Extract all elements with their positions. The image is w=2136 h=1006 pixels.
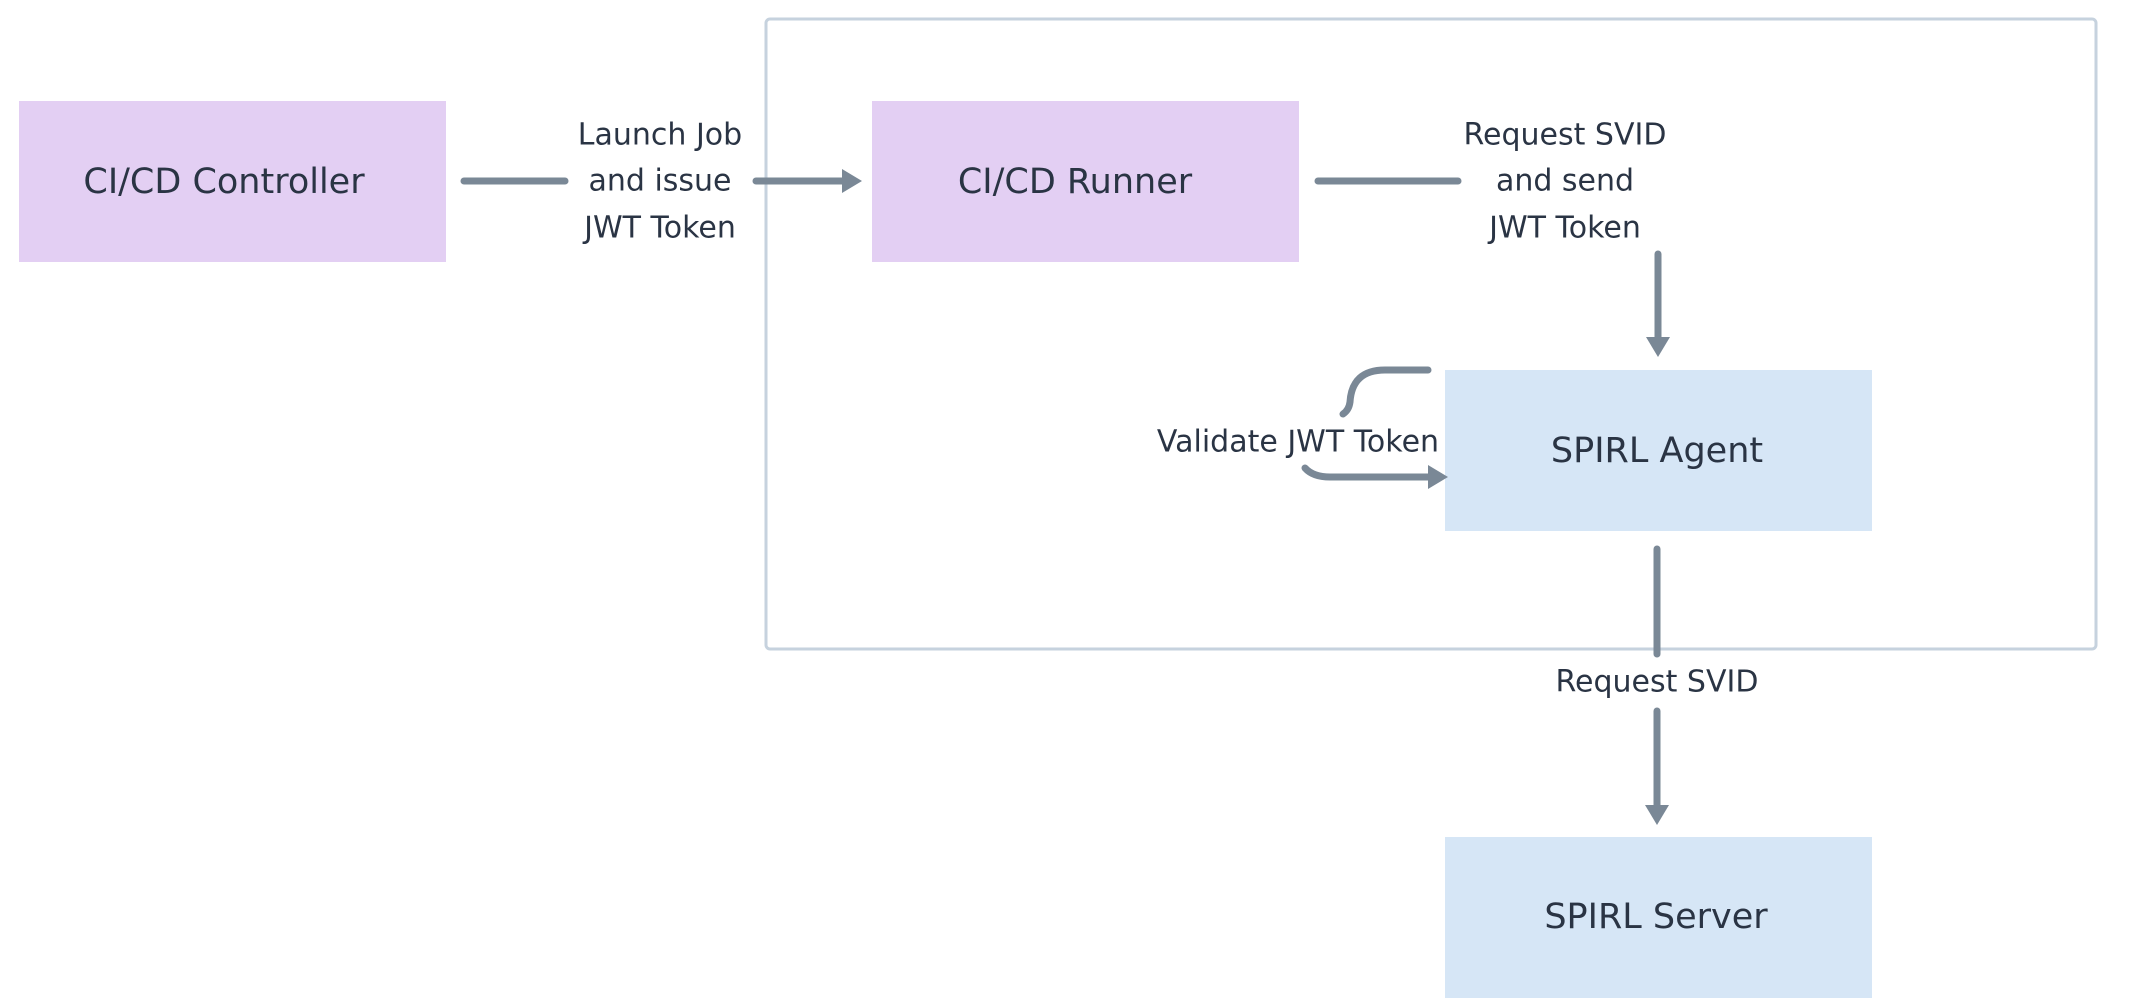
edge-request-svid-runner: Request SVID and send JWT Token [1314,118,1670,357]
request-svid-runner-label-line-3: JWT Token [1487,211,1641,246]
node-ci-cd-runner: CI/CD Runner [872,101,1299,262]
node-spirl-server: SPIRL Server [1445,837,1872,998]
ci-cd-controller-box [19,101,446,262]
validate-loop-upper [1339,366,1432,418]
launch-job-label-line-2: and issue [588,164,731,199]
request-svid-runner-arrowhead [1646,337,1670,357]
ci-cd-runner-box [872,101,1299,262]
spirl-server-label: SPIRL Server [1544,897,1768,937]
request-svid-agent-arrowhead [1645,805,1669,825]
spirl-agent-label: SPIRL Agent [1551,431,1763,471]
node-ci-cd-controller: CI/CD Controller [19,101,446,262]
ci-cd-controller-label: CI/CD Controller [83,162,365,202]
request-svid-agent-label: Request SVID [1556,665,1759,700]
request-svid-runner-label-line-1: Request SVID [1464,118,1667,153]
launch-job-label-line-3: JWT Token [582,211,736,246]
validate-jwt-label: Validate JWT Token [1157,425,1439,460]
edge-request-svid-agent: Request SVID [1556,545,1759,825]
runner-host-boundary [764,17,2098,651]
launch-job-label-line-1: Launch Job [578,118,742,153]
validate-loop-lower [1301,464,1432,481]
launch-job-arrowhead [842,169,862,193]
validate-loop-arrowhead [1428,465,1448,489]
node-spirl-agent: SPIRL Agent [1445,370,1872,531]
spirl-server-box [1445,837,1872,998]
spirl-agent-box [1445,370,1872,531]
request-svid-runner-label-line-2: and send [1496,164,1634,199]
edge-validate-jwt: Validate JWT Token [1157,366,1448,489]
ci-cd-runner-label: CI/CD Runner [958,162,1193,202]
edge-launch-job: Launch Job and issue JWT Token [460,118,862,246]
